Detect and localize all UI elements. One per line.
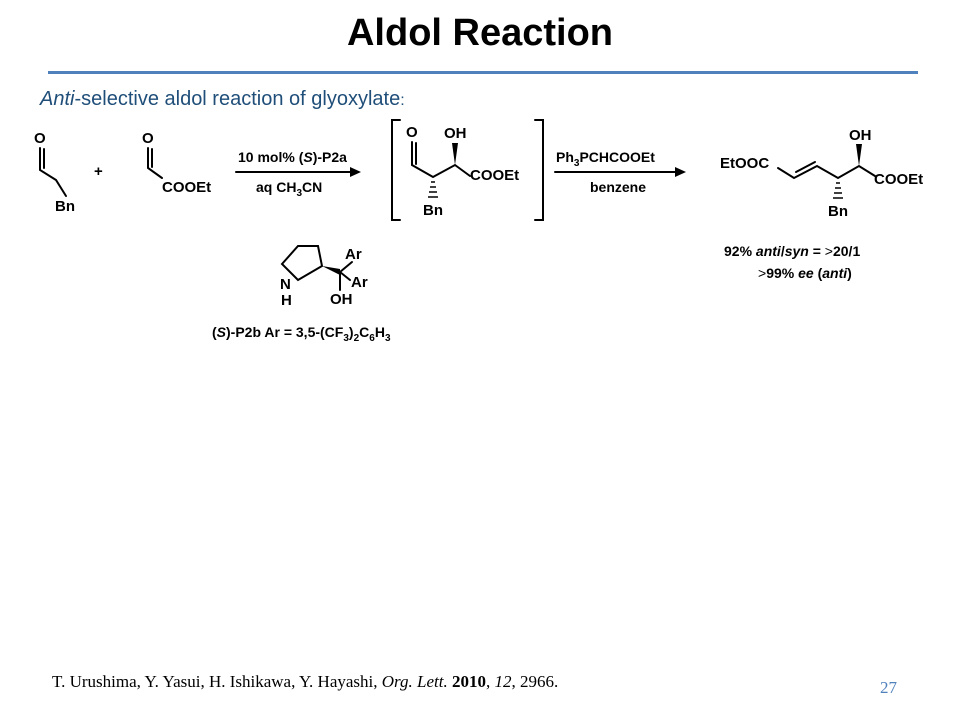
intermediate-bn: Bn: [423, 202, 443, 219]
product-etooc: EtOOC: [720, 155, 769, 172]
aldehyde-oxygen: O: [34, 130, 46, 147]
product-bn-hash: [833, 182, 843, 199]
catalyst-ar-1: Ar: [345, 246, 362, 263]
citation-volume: 12: [494, 672, 512, 691]
intermediate-coOEt: COOEt: [470, 167, 519, 184]
reaction-scheme: O Bn + O COOEt 10 mol% (S)-P2a aq CH3CN …: [34, 119, 923, 344]
catalyst-wedge: [322, 266, 340, 275]
citation-year: 2010: [451, 672, 486, 691]
intermediate-bonds: [411, 141, 471, 179]
citation: T. Urushima, Y. Yasui, H. Ishikawa, Y. H…: [52, 672, 558, 692]
result-dr: 92% anti/syn = >20/1: [724, 243, 860, 259]
product-bn: Bn: [828, 203, 848, 220]
arrow-2-head: [675, 167, 686, 177]
plus-sign: +: [94, 163, 103, 180]
bracket-left: [391, 119, 401, 221]
citation-sep-2: ,: [485, 672, 495, 691]
intermediate-bn-hash: [428, 181, 438, 198]
arrow-1-head: [350, 167, 361, 177]
aldehyde-bn: Bn: [55, 198, 75, 215]
catalyst-hydrogen: H: [281, 292, 292, 309]
product-bonds: [777, 164, 876, 180]
title-divider: [48, 71, 918, 74]
citation-journal: Org. Lett.: [381, 672, 448, 691]
product-coOEt: COOEt: [874, 171, 923, 188]
subtitle-colon: :: [400, 92, 405, 109]
catalyst-nitrogen: N: [280, 276, 291, 293]
product-oh: OH: [849, 127, 872, 144]
catalyst-ar-2: Ar: [351, 274, 368, 291]
slide-title: Aldol Reaction: [346, 12, 614, 54]
product-oh-wedge: [856, 144, 862, 166]
intermediate-oh: OH: [444, 125, 467, 142]
citation-authors: T. Urushima, Y. Yasui, H. Ishikawa, Y. H…: [52, 672, 382, 691]
step1-catalyst: 10 mol% (S)-P2a: [238, 149, 347, 165]
subtitle-italic: Anti: [40, 88, 75, 110]
bracket-right: [534, 119, 544, 221]
subtitle-text: -selective aldol reaction of glyoxylate: [74, 88, 401, 110]
catalyst-oh: OH: [330, 291, 353, 308]
catalyst-label: (S)-P2b Ar = 3,5-(CF3)2C6H3: [212, 324, 391, 344]
step1-solvent: aq CH3CN: [256, 179, 322, 199]
page-number: 27: [880, 678, 897, 697]
step2-reagent: Ph3PCHCOOEt: [556, 149, 655, 169]
aldehyde-bonds: [39, 147, 67, 197]
intermediate-oh-wedge: [452, 143, 458, 165]
catalyst-ring: [280, 245, 324, 282]
result-ee: >99% ee (anti): [758, 265, 852, 281]
slide-subtitle: Anti-selective aldol reaction of glyoxyl…: [40, 88, 405, 111]
glyoxylate-coOEt: COOEt: [162, 179, 211, 196]
citation-pages: , 2966.: [511, 672, 559, 691]
intermediate-oxygen: O: [406, 124, 418, 141]
glyoxylate-bonds: [147, 147, 163, 179]
product-double-bond: [795, 161, 816, 173]
step2-solvent: benzene: [590, 179, 646, 195]
glyoxylate-oxygen: O: [142, 130, 154, 147]
